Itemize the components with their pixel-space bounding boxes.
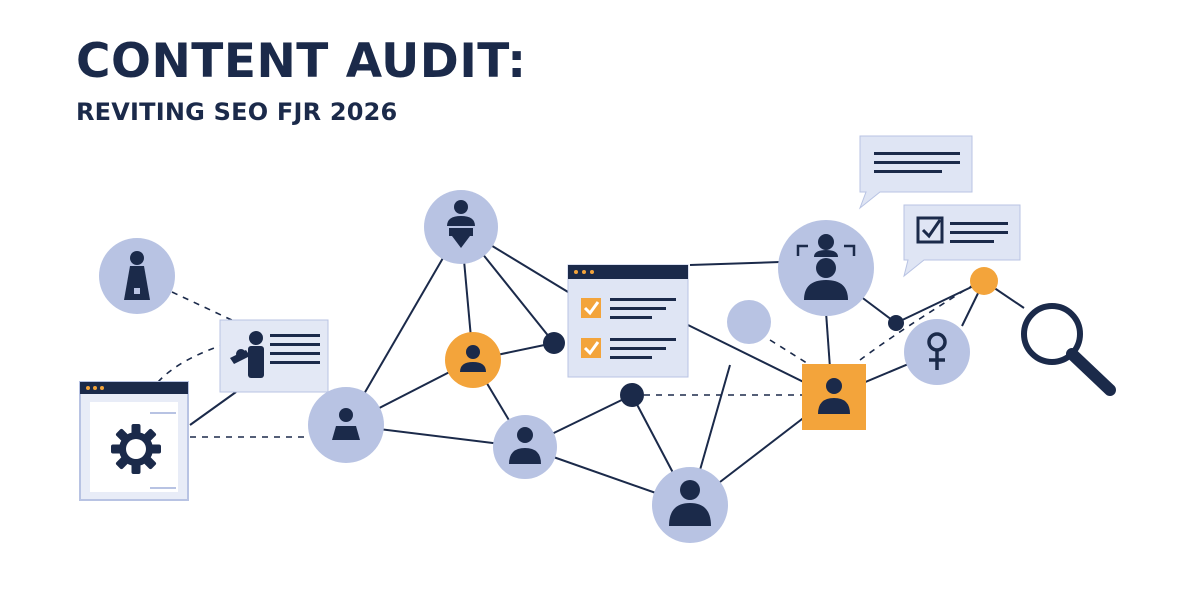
- blank-node: [727, 300, 771, 344]
- person-node-focus: [778, 220, 874, 316]
- page-subtitle: REVITING SEO FJR 2026: [76, 98, 398, 126]
- person-icon: [460, 345, 486, 372]
- page-title: CONTENT AUDIT:: [76, 34, 527, 89]
- person-icon: [332, 408, 360, 440]
- junction-dot: [543, 332, 565, 354]
- person-node-lower: [493, 415, 557, 479]
- checkbox-icon: [916, 216, 944, 244]
- junction-dot: [888, 315, 904, 331]
- person-node-bottom: [652, 467, 728, 543]
- focus-frame-icon: [796, 244, 856, 256]
- person-icon: [818, 378, 850, 414]
- person-icon: [669, 480, 711, 526]
- person-node-orange: [445, 332, 501, 388]
- symbol-node: [904, 319, 970, 385]
- person-node-square: [802, 364, 866, 430]
- download-person-icon: [447, 200, 475, 248]
- people-icon: [230, 331, 264, 378]
- junction-dot: [620, 383, 644, 407]
- checkbox-icon: [581, 338, 601, 358]
- browser-window-card: [79, 381, 189, 501]
- magnifier-icon: [1021, 303, 1116, 396]
- person-icon: [509, 427, 541, 464]
- profile-card: [219, 319, 329, 393]
- checkbox-icon: [581, 298, 601, 318]
- person-node-top: [424, 190, 498, 264]
- person-icon: [124, 251, 150, 300]
- person-node-left: [99, 238, 175, 314]
- orange-dot: [970, 267, 998, 295]
- checklist-bubble: [903, 204, 1021, 278]
- person-node-center-left: [308, 387, 384, 463]
- gear-icon: [111, 424, 161, 474]
- checklist-window: [567, 264, 689, 378]
- person-icon: [804, 234, 848, 300]
- female-symbol-icon: [927, 332, 947, 370]
- speech-bubble-icon: [858, 135, 973, 210]
